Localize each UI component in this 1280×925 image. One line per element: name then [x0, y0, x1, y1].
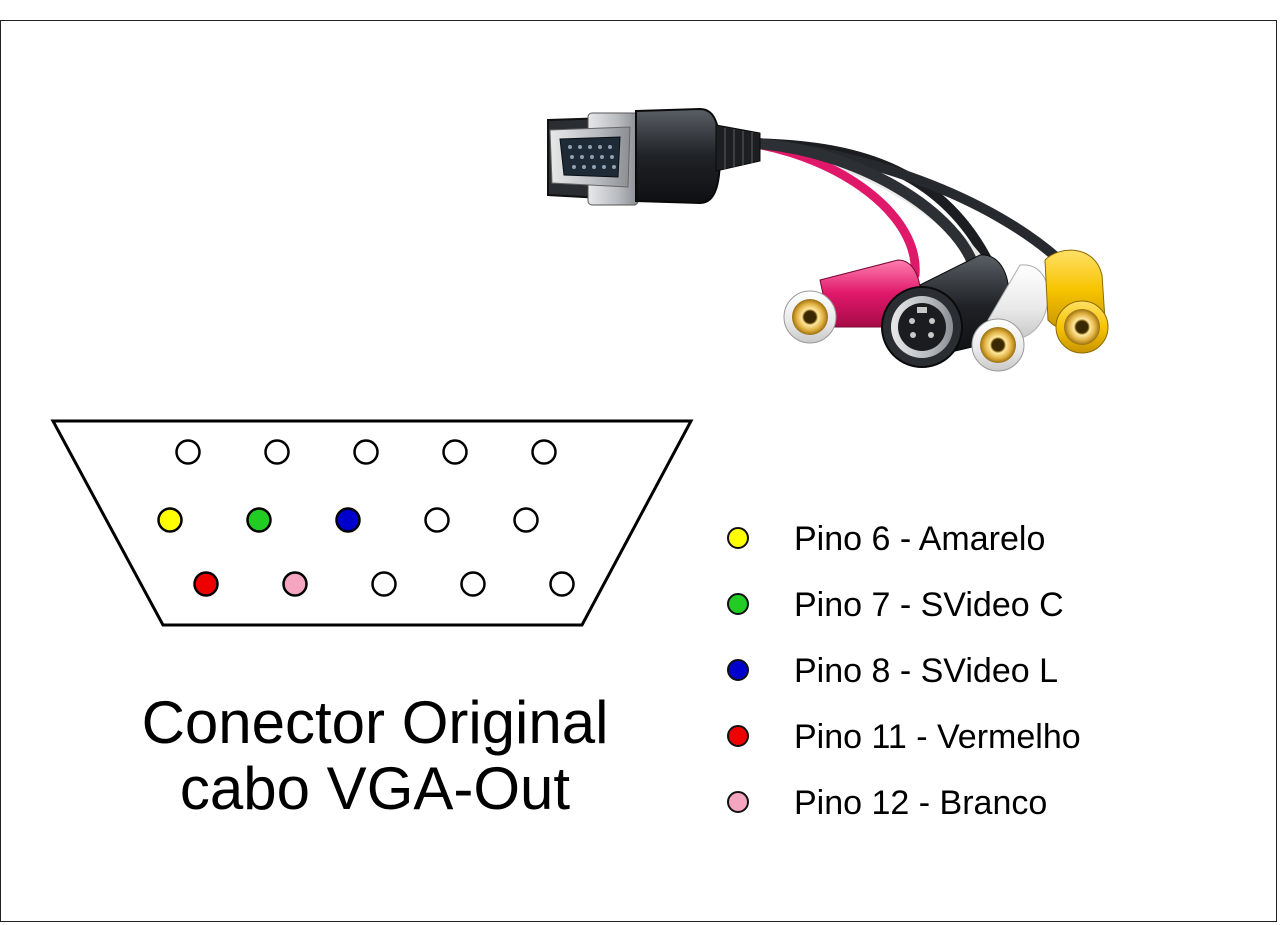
legend-label: Pino 8 - SVideo L	[794, 652, 1058, 690]
pin-14	[460, 571, 486, 597]
yellow-rca-jack	[1044, 249, 1109, 354]
legend-label: Pino 12 - Branco	[794, 784, 1048, 822]
pin-5	[531, 439, 557, 465]
legend-dot-blue	[727, 659, 749, 681]
vga-connector-pinout	[50, 419, 694, 627]
legend-item-pin-11: Pino 11 - Vermelho	[722, 712, 1162, 778]
pin-12	[282, 571, 308, 597]
pin-6	[157, 507, 183, 533]
diagram-caption: Conector Original cabo VGA-Out	[100, 690, 650, 822]
diagram-frame	[0, 20, 1277, 922]
pin-1	[175, 439, 201, 465]
legend-dot-red	[727, 725, 749, 747]
legend-label: Pino 6 - Amarelo	[794, 520, 1046, 558]
legend-dot-green	[727, 593, 749, 615]
caption-line-2: cabo VGA-Out	[179, 755, 571, 822]
legend-item-pin-12: Pino 12 - Branco	[722, 778, 1162, 844]
legend-dot-pink	[727, 791, 749, 813]
pin-4	[442, 439, 468, 465]
vga-adapter-cable-illustration	[547, 107, 1109, 372]
caption-line-1: Conector Original	[141, 689, 609, 756]
pin-11	[193, 571, 219, 597]
pin-legend: Pino 6 - Amarelo Pino 7 - SVideo C Pino …	[722, 514, 1162, 844]
legend-label: Pino 11 - Vermelho	[794, 718, 1081, 756]
pin-2	[264, 439, 290, 465]
legend-item-pin-7: Pino 7 - SVideo C	[722, 580, 1162, 646]
pin-7	[246, 507, 272, 533]
svideo-jack	[881, 254, 1010, 368]
pin-8	[335, 507, 361, 533]
legend-item-pin-8: Pino 8 - SVideo L	[722, 646, 1162, 712]
pin-10	[513, 507, 539, 533]
pin-15	[549, 571, 575, 597]
pin-9	[424, 507, 450, 533]
vga-plug	[547, 107, 761, 206]
legend-item-pin-6: Pino 6 - Amarelo	[722, 514, 1162, 580]
legend-dot-yellow	[727, 527, 749, 549]
white-rca-jack	[971, 264, 1049, 372]
pin-13	[371, 571, 397, 597]
legend-label: Pino 7 - SVideo C	[794, 586, 1064, 624]
pin-3	[353, 439, 379, 465]
connector-pins	[157, 439, 575, 597]
